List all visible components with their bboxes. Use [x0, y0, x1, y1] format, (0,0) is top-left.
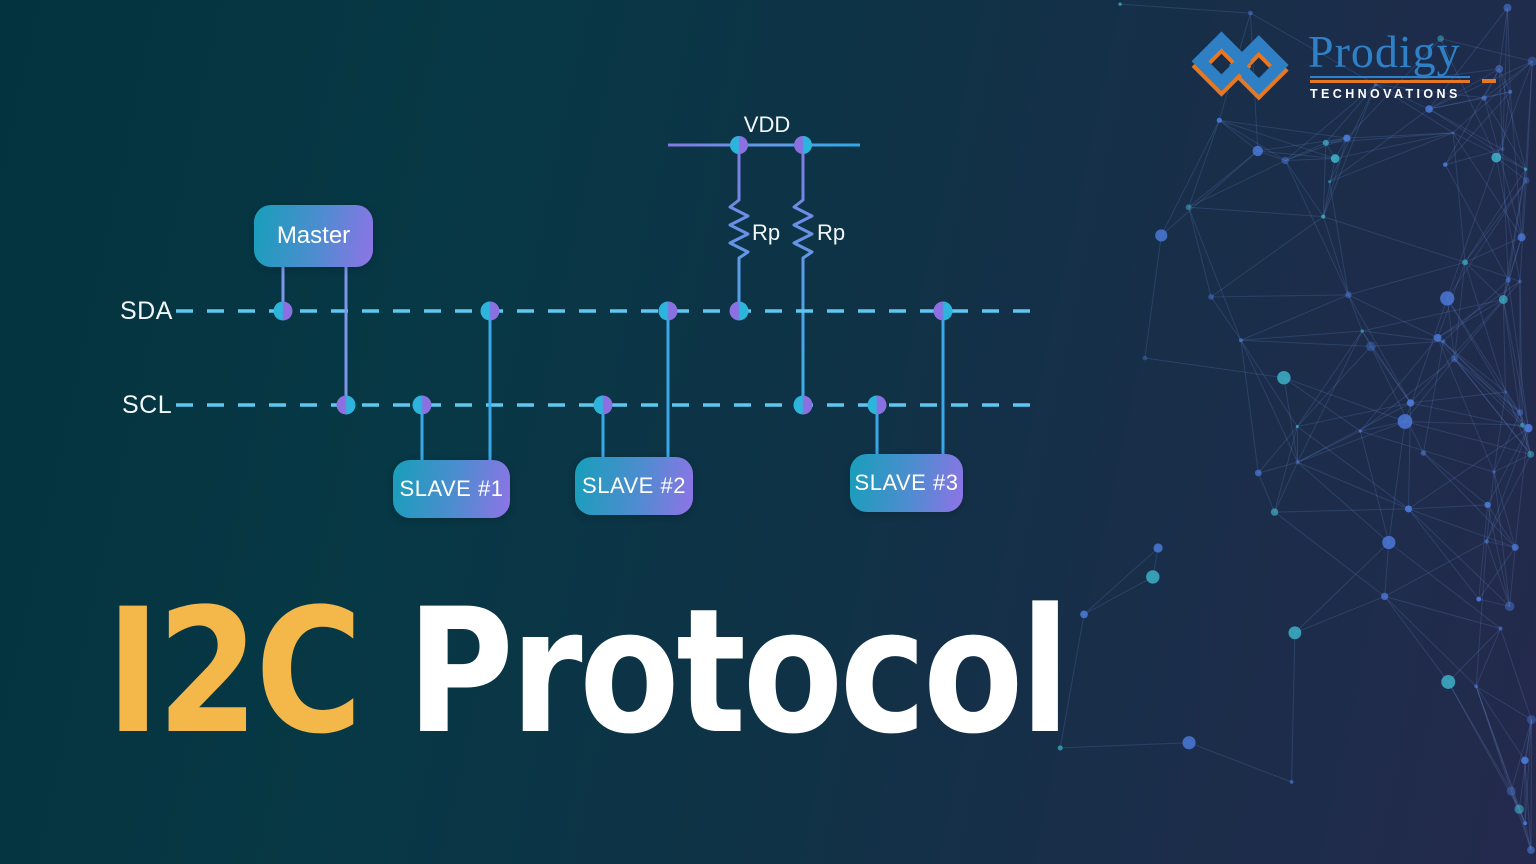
vdd-label: VDD — [743, 112, 791, 137]
slave1-box: SLAVE #1 — [393, 460, 510, 518]
infinity-logo-icon — [1191, 31, 1289, 101]
page-title: I2C Protocol — [106, 586, 1070, 758]
pullup-resistor-rp1 — [728, 145, 750, 311]
logo-rule-blue — [1310, 76, 1470, 78]
pullup-resistor-rp2 — [792, 145, 814, 405]
slave1-label: SLAVE #1 — [399, 476, 504, 501]
sda-junction-dots — [273, 301, 953, 321]
sda-label: SDA — [120, 297, 173, 325]
slave2-box: SLAVE #2 — [575, 457, 693, 515]
prodigy-logo: Prodigy TECHNOVATIONS — [1186, 27, 1516, 119]
title-accent: I2C — [106, 571, 363, 772]
logo-wordmark: Prodigy — [1308, 26, 1461, 77]
vdd-junction-dots — [730, 136, 812, 154]
slave3-label: SLAVE #3 — [854, 470, 959, 495]
title-rest: Protocol — [359, 571, 1070, 772]
scl-label: SCL — [122, 391, 173, 419]
rp1-label: Rp — [752, 220, 781, 245]
rp2-label: Rp — [817, 220, 846, 245]
scl-junction-dots — [336, 395, 887, 415]
logo-rule-orange — [1310, 80, 1470, 83]
logo-dash-orange — [1482, 79, 1496, 83]
master-label: Master — [276, 222, 351, 249]
logo-subtitle: TECHNOVATIONS — [1310, 87, 1461, 101]
slave3-box: SLAVE #3 — [850, 454, 963, 512]
slave2-label: SLAVE #2 — [582, 473, 686, 498]
master-box: Master — [254, 205, 373, 267]
